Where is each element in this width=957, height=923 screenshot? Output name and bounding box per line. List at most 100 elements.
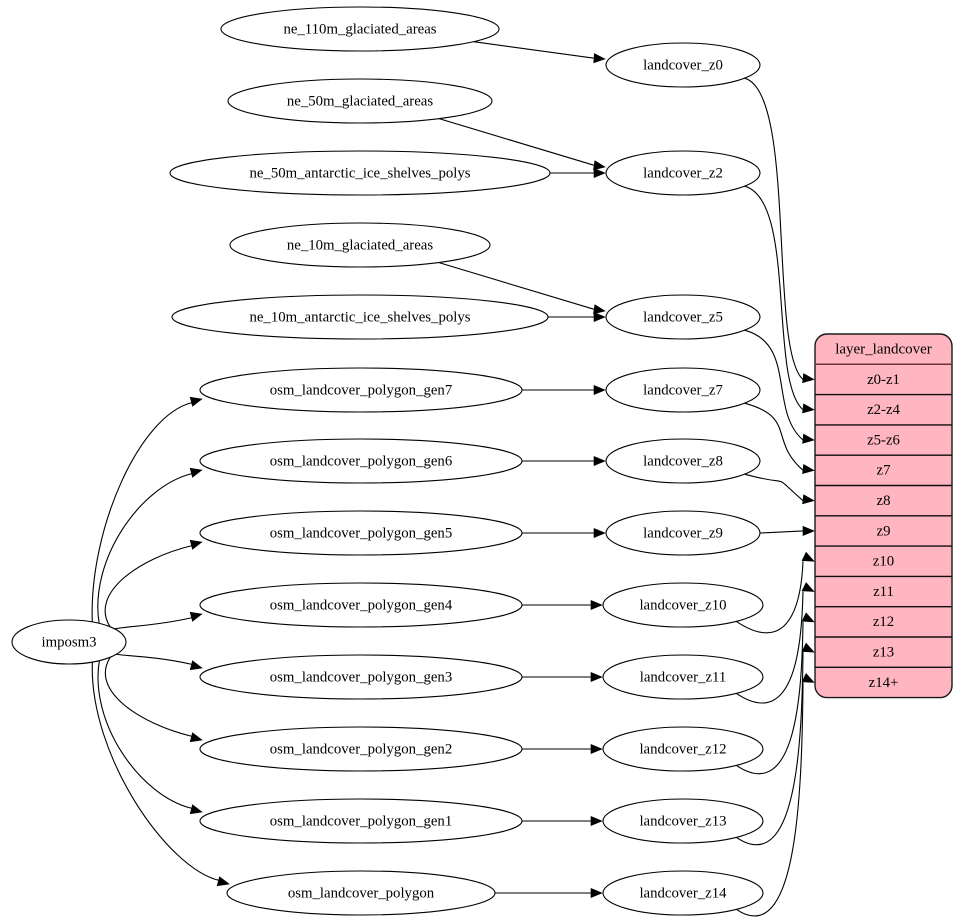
edge-arrowhead (801, 551, 815, 562)
layer-table-row[interactable]: z7 (877, 463, 891, 479)
node-ellipse (199, 367, 523, 413)
node-label: ne_50m_glaciated_areas (287, 93, 433, 109)
node-ellipse (11, 619, 127, 665)
node-ellipse (605, 438, 761, 484)
node-ne-10m-glaciated-areas[interactable]: ne_10m_glaciated_areas (229, 222, 491, 268)
edge-path (759, 530, 804, 534)
node-osm-landcover-polygon-gen2[interactable]: osm_landcover_polygon_gen2 (199, 726, 523, 772)
node-label: osm_landcover_polygon_gen1 (270, 813, 452, 829)
edge (111, 647, 203, 671)
node-landcover-z0[interactable]: landcover_z0 (605, 42, 761, 88)
edge (736, 672, 815, 917)
edge-arrowhead (593, 167, 606, 179)
node-osm-landcover-polygon-gen3[interactable]: osm_landcover_polygon_gen3 (199, 654, 523, 700)
edge-path (438, 118, 595, 166)
layer-table-row[interactable]: z5-z6 (867, 432, 900, 448)
node-ne-50m-glaciated-areas[interactable]: ne_50m_glaciated_areas (227, 78, 493, 124)
node-ellipse (199, 798, 523, 844)
layer-table-header: layer_landcover (835, 342, 932, 358)
node-landcover-z9[interactable]: landcover_z9 (605, 510, 761, 556)
edge-arrowhead (801, 672, 815, 683)
edge (522, 671, 603, 683)
node-osm-landcover-polygon-gen7[interactable]: osm_landcover_polygon_gen7 (199, 367, 523, 413)
edge (97, 467, 203, 624)
node-label: osm_landcover_polygon_gen6 (270, 453, 452, 469)
node-landcover-z11[interactable]: landcover_z11 (602, 654, 764, 700)
edge (550, 167, 606, 179)
node-ellipse (199, 438, 523, 484)
node-osm-landcover-polygon[interactable]: osm_landcover_polygon (226, 870, 496, 916)
node-osm-landcover-polygon-gen1[interactable]: osm_landcover_polygon_gen1 (199, 798, 523, 844)
node-landcover-z8[interactable]: landcover_z8 (605, 438, 761, 484)
node-label: landcover_z14 (639, 885, 727, 901)
edge (522, 527, 606, 539)
node-ellipse (199, 726, 523, 772)
edge-arrowhead (593, 160, 606, 171)
edge-path (744, 473, 804, 502)
node-landcover-z10[interactable]: landcover_z10 (602, 582, 764, 628)
edge-path (736, 621, 804, 775)
edge-path (97, 473, 193, 624)
edge-path (91, 402, 193, 622)
node-label: osm_landcover_polygon_gen5 (270, 525, 452, 541)
edge (744, 402, 815, 475)
node-ellipse (605, 367, 761, 413)
edge (548, 311, 606, 323)
node-landcover-z13[interactable]: landcover_z13 (602, 798, 764, 844)
edge-path (91, 662, 220, 881)
layer-table-row[interactable]: z13 (873, 645, 894, 661)
edge-arrowhead (593, 455, 606, 467)
node-ellipse (602, 726, 764, 772)
node-landcover-z12[interactable]: landcover_z12 (602, 726, 764, 772)
layer-table-row-label: z11 (873, 584, 894, 600)
layer-table-row[interactable]: z11 (873, 584, 894, 600)
edge-arrowhead (590, 743, 603, 755)
edge-arrowhead (593, 304, 606, 315)
node-ellipse (605, 150, 761, 196)
node-label: landcover_z5 (643, 309, 723, 325)
edge-arrowhead (593, 527, 606, 539)
edge (744, 77, 815, 384)
edge-arrowhead (189, 732, 203, 743)
node-ne-50m-antarctic-ice-shelves-polys[interactable]: ne_50m_antarctic_ice_shelves_polys (169, 150, 551, 196)
edge (104, 539, 203, 627)
node-landcover-z7[interactable]: landcover_z7 (605, 367, 761, 413)
edge-path (744, 77, 804, 380)
node-label: imposm3 (41, 634, 96, 650)
edge-arrowhead (189, 396, 203, 407)
edge-arrowhead (593, 311, 606, 323)
node-osm-landcover-polygon-gen5[interactable]: osm_landcover_polygon_gen5 (199, 510, 523, 556)
edge (744, 185, 815, 414)
layer-landcover-table[interactable]: layer_landcover z0-z1 z2-z4 z5-z6 z7 z8 z9 z10 z… (814, 333, 953, 699)
edge-arrowhead (189, 611, 203, 622)
node-ellipse (199, 510, 523, 556)
node-ne-10m-antarctic-ice-shelves-polys[interactable]: ne_10m_antarctic_ice_shelves_polys (171, 294, 549, 340)
edge-path (736, 591, 804, 704)
layer-table-row[interactable]: z8 (877, 493, 891, 509)
node-landcover-z14[interactable]: landcover_z14 (602, 870, 764, 916)
edge-path (744, 185, 804, 411)
node-landcover-z5[interactable]: landcover_z5 (605, 294, 761, 340)
layer-table-row[interactable]: z12 (873, 614, 894, 630)
layer-table-row[interactable]: z9 (877, 523, 891, 539)
edge (438, 118, 606, 171)
node-label: osm_landcover_polygon_gen4 (270, 597, 453, 613)
node-label: landcover_z12 (639, 741, 726, 757)
edge (736, 582, 815, 704)
layer-table-row[interactable]: z0-z1 (867, 372, 900, 388)
layer-table-row[interactable]: z14+ (869, 675, 899, 691)
node-osm-landcover-polygon-gen6[interactable]: osm_landcover_polygon_gen6 (199, 438, 523, 484)
edge-path (744, 402, 804, 471)
layer-table-row-label: z10 (873, 554, 894, 570)
edge-arrowhead (189, 804, 203, 815)
edge (91, 662, 230, 887)
node-imposm3[interactable]: imposm3 (11, 619, 127, 665)
node-landcover-z2[interactable]: landcover_z2 (605, 150, 761, 196)
layer-table-row-label: z12 (873, 614, 894, 630)
layer-table-row[interactable]: z2-z4 (867, 402, 900, 418)
layer-table-row[interactable]: z10 (873, 554, 894, 570)
node-osm-landcover-polygon-gen4[interactable]: osm_landcover_polygon_gen4 (199, 582, 523, 628)
node-ne-110m-glaciated-areas[interactable]: ne_110m_glaciated_areas (220, 6, 500, 52)
edge (736, 642, 815, 846)
